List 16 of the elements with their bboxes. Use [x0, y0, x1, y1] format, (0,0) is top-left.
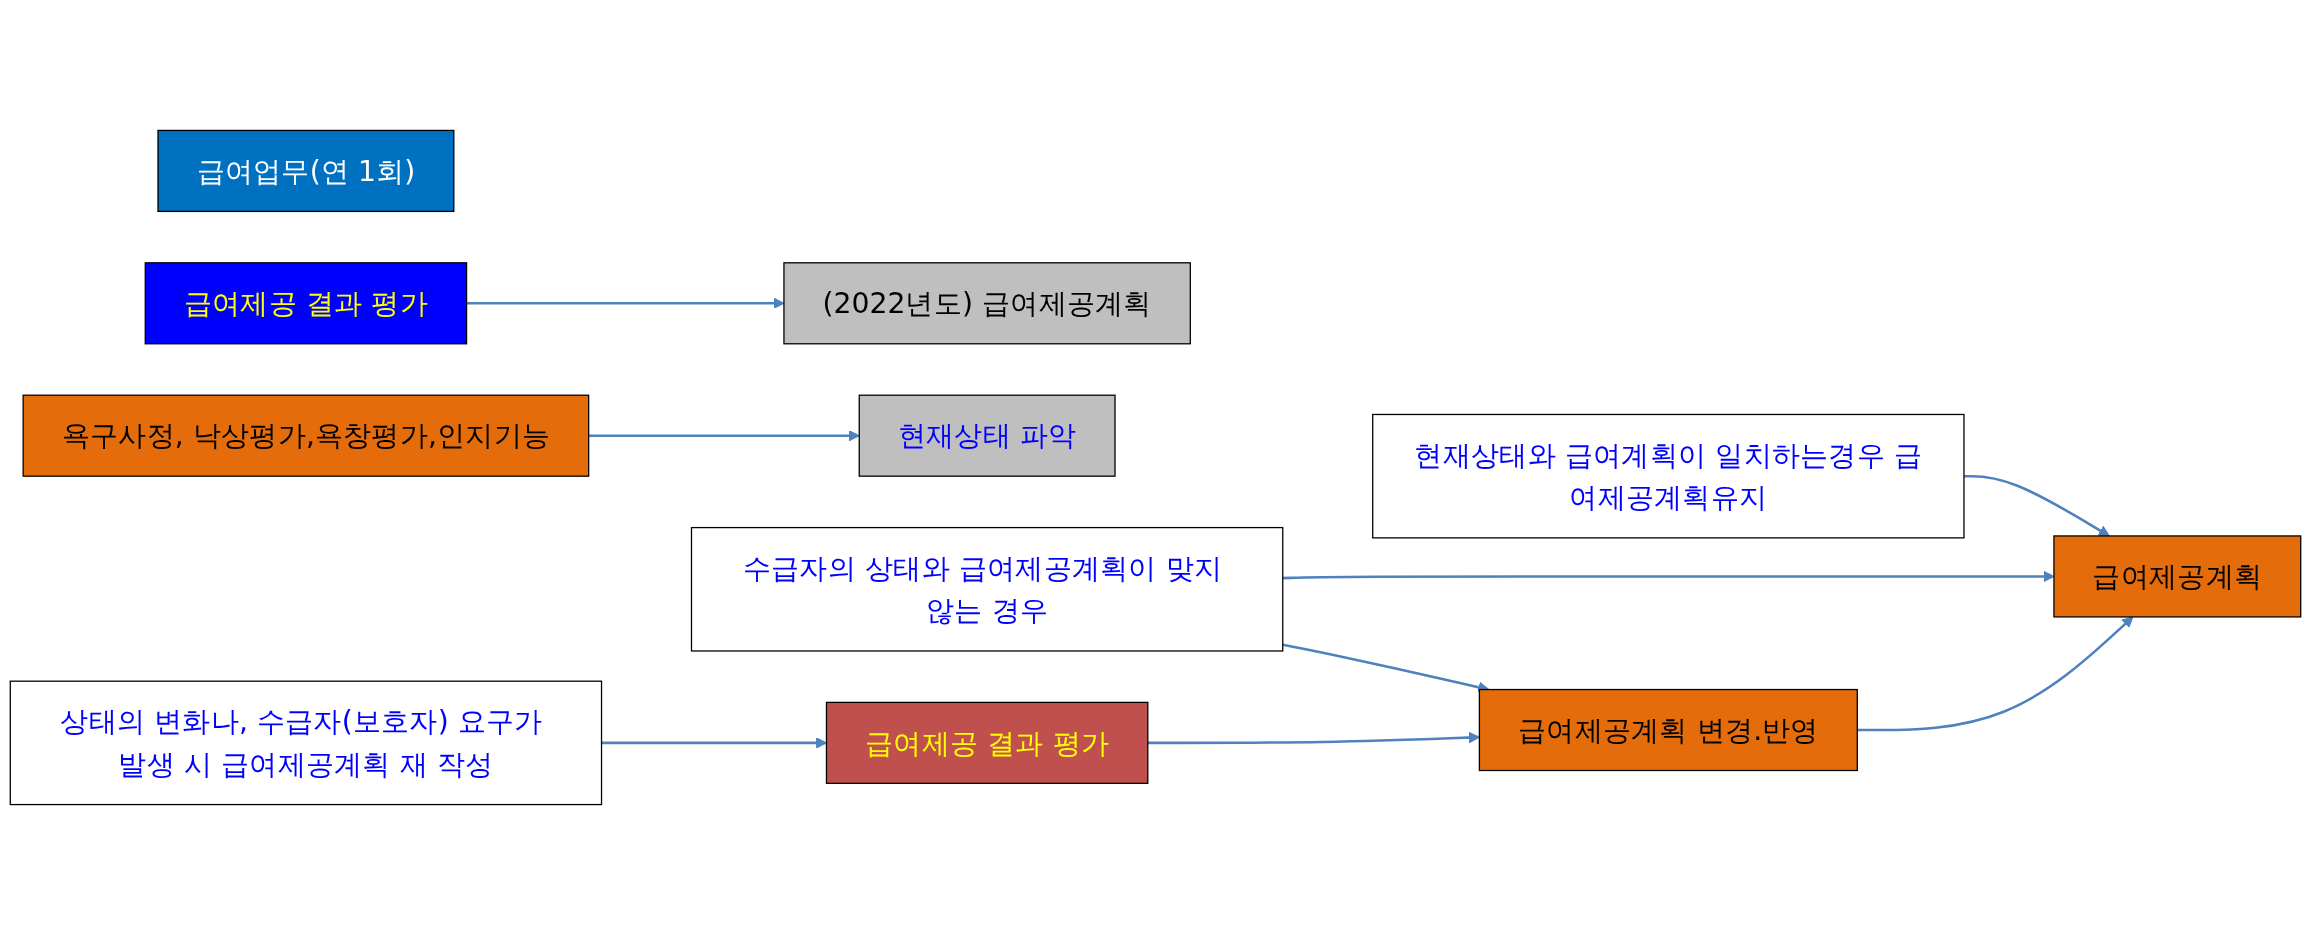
node-box: 현재상태와 급여계획이 일치하는경우 급여제공계획유지	[1372, 413, 1965, 539]
node-box: 급여제공계획 변경.반영	[1478, 688, 1858, 772]
node-box: 급여제공계획	[2053, 535, 2302, 618]
node-box: 현재상태 파악	[858, 394, 1116, 477]
node-box: 급여제공 결과 평가	[144, 262, 468, 345]
arrow	[588, 430, 860, 442]
arrow	[1857, 616, 2134, 732]
node-box: 급여제공 결과 평가	[825, 701, 1149, 784]
node-box: 욕구사정, 낙상평가,욕창평가,인지기능	[22, 394, 590, 477]
arrow	[601, 737, 827, 749]
node-box: 수급자의 상태와 급여제공계획이 맞지 않는 경우	[690, 526, 1284, 652]
arrow	[1147, 731, 1480, 745]
node-box: (2022년도) 급여제공계획	[783, 262, 1191, 345]
node-box: 상태의 변화나, 수급자(보호자) 요구가 발생 시 급여제공계획 재 작성	[9, 680, 603, 806]
node-box: 급여업무(연 1회)	[157, 129, 455, 213]
arrow	[1963, 474, 2110, 537]
